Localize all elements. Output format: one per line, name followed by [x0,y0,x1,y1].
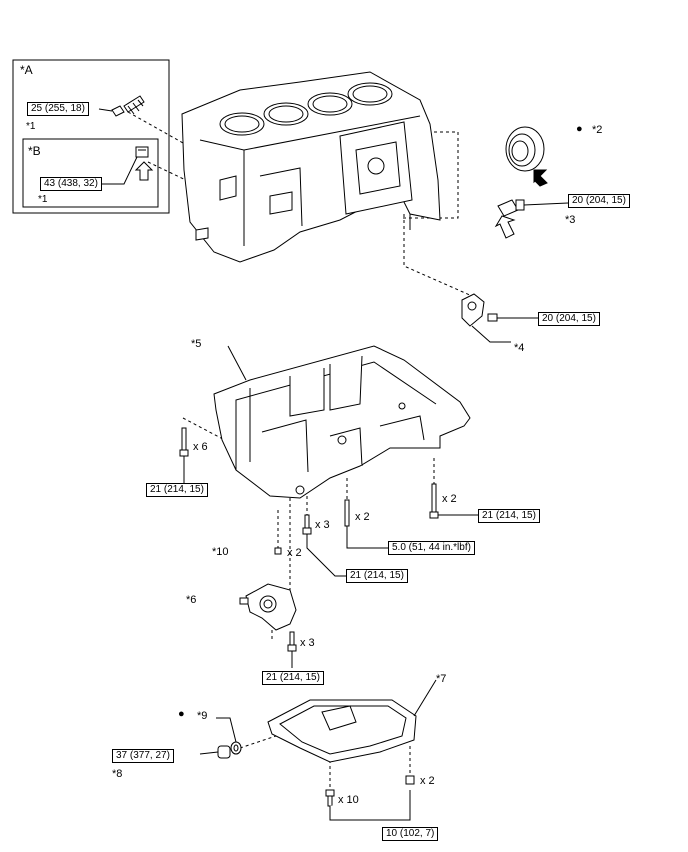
torque-oil-pan: 10 (102, 7) [382,827,439,841]
callout-10: *10 [212,546,229,558]
bolt-b-icon [102,146,154,185]
callout-9: *9 [197,710,208,722]
callout-7: *7 [436,673,447,685]
torque-lower-case-mid: 21 (214, 15) [346,569,408,583]
non-reusable-mark-2: ● [576,123,583,135]
drain-plug-part [199,717,242,759]
bolt-mid-icon [302,514,346,577]
bolt-right-icon [429,483,480,519]
dowel-pin-icon [274,547,282,555]
inset-frame-a [12,59,170,214]
torque-drain-plug: 37 (377, 27) [112,749,174,763]
torque-oil-pump: 21 (214, 15) [262,671,324,685]
qty-x3-mid: x 3 [315,519,330,531]
torque-oil-pressure-sensor: 20 (204, 15) [568,194,630,208]
oil-seal-part [505,126,545,172]
oil-pan-part [267,679,437,763]
inset-a-ref: *1 [26,121,36,132]
qty-x2-pan: x 2 [420,775,435,787]
oil-pan-bolt-icon [325,775,415,821]
stud-bolt-icon [344,499,388,549]
oil-pressure-sensor-part [494,199,569,239]
inset-a-label: *A [20,63,33,77]
qty-x2-right: x 2 [442,493,457,505]
non-reusable-mark-9: ● [178,708,185,720]
inset-b-torque: 43 (438, 32) [40,177,102,191]
callout-6: *6 [186,594,197,606]
install-direction-arrow-icon [533,169,548,187]
torque-knock-sensor: 20 (204, 15) [538,312,600,326]
bolt-left-icon [179,427,189,484]
inset-b-label: *B [28,144,41,158]
inset-a-torque: 25 (255, 18) [27,102,89,116]
cylinder-block [181,71,441,263]
callout-4: *4 [514,342,525,354]
knock-sensor-part [461,293,538,343]
qty-x2-pin: x 2 [287,547,302,559]
qty-x2-stud: x 2 [355,511,370,523]
callout-3: *3 [565,214,576,226]
bolt-pump-icon [287,631,297,668]
callout-5: *5 [191,338,202,350]
torque-lower-case-right: 21 (214, 15) [478,509,540,523]
bolt-a-icon [98,95,145,117]
oil-pump-part [239,583,297,631]
inset-b-ref: *1 [38,194,48,205]
qty-x10: x 10 [338,794,359,806]
qty-x3-pump: x 3 [300,637,315,649]
torque-lower-case-left: 21 (214, 15) [146,483,208,497]
lower-crankcase-part [213,345,471,499]
qty-x6: x 6 [193,441,208,453]
callout-2: *2 [592,124,603,136]
torque-stud: 5.0 (51, 44 in.*lbf) [388,541,475,555]
callout-8: *8 [112,768,123,780]
inset-frame-b [22,138,159,208]
